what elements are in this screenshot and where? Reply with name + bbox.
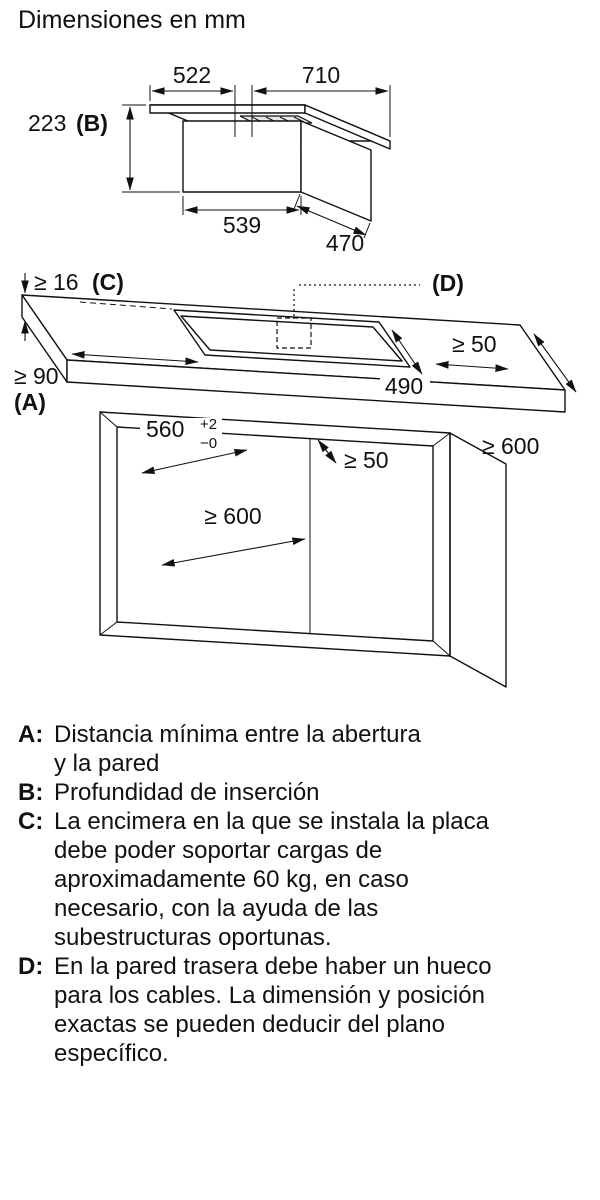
legend-item-a: A: Distancia mínima entre la abertura y … — [18, 720, 582, 778]
dim-wall-clearance-label: ≥ 90 — [14, 363, 59, 389]
key-d-label: (D) — [432, 270, 464, 296]
legend-text-line: La encimera en la que se instala la plac… — [54, 808, 489, 835]
cabinet-frame-joins — [99, 411, 451, 657]
dim-line-50-front — [317, 439, 337, 464]
legend-key-d: D: — [18, 953, 44, 980]
dim-depth-bottom-label: 470 — [326, 230, 364, 256]
hidden-edge-line — [79, 301, 173, 310]
dim-cutout-width-tolerance-plus: +2 — [200, 416, 217, 433]
legend-key-b: B: — [18, 779, 44, 806]
legend-text-line: específico. — [54, 1040, 169, 1067]
legend-text-line: para los cables. La dimensión y posición — [54, 982, 485, 1009]
ext-line — [293, 193, 301, 210]
legend-key-a: A: — [18, 721, 44, 748]
dim-line-470 — [296, 205, 367, 236]
hob-box-front-face — [182, 120, 302, 193]
ext-line — [363, 222, 371, 239]
legend-text-line: Profundidad de inserción — [54, 779, 320, 806]
key-c-label: (C) — [92, 269, 124, 295]
key-b-label: (B) — [76, 110, 108, 136]
cable-outlet-dashed-rect — [276, 317, 312, 349]
worktop-cabinet-drawing — [21, 284, 566, 688]
legend-text-line: En la pared trasera debe haber un hueco — [54, 953, 492, 980]
hob-unit-drawing — [149, 104, 391, 222]
dim-worktop-thickness-label: ≥ 16 — [34, 269, 79, 295]
legend-text-line: Distancia mínima entre la abertura — [54, 721, 421, 748]
legend-text-line: exactas se pueden deducir del plano — [54, 1011, 445, 1038]
legend-item-d: D: En la pared trasera debe haber un hue… — [18, 952, 582, 1068]
installation-diagram: 522 710 223 (B) 539 470 — [14, 62, 577, 688]
dim-worktop-depth-label: ≥ 600 — [482, 433, 539, 459]
dim-line-600-bottom — [161, 537, 306, 567]
installation-dimensions: ≥ 16 (C) (D) ≥ 50 ≥ 90 (A) 490 560 +2 −0… — [14, 269, 577, 567]
dim-line-600-right — [533, 333, 577, 393]
legend-item-b: B: Profundidad de inserción — [18, 778, 582, 807]
dim-cutout-width-tolerance-minus: −0 — [200, 435, 217, 452]
dim-depth-top-label: 522 — [173, 62, 211, 88]
legend-key-c: C: — [18, 808, 44, 835]
hob-top-right-edge — [304, 104, 391, 150]
dim-line-90 — [71, 350, 199, 366]
dim-cutout-depth-label: 490 — [385, 373, 423, 399]
legend-text-line: necesario, con la ayuda de las — [54, 895, 379, 922]
dim-insert-depth-label: 223 — [28, 110, 66, 136]
legend-text-line: subestructuras oportunas. — [54, 924, 332, 951]
dim-line-490 — [391, 329, 423, 375]
legend-item-c: C: La encimera en la que se instala la p… — [18, 807, 582, 952]
hob-top-front-edge — [149, 104, 306, 114]
legend-text-line: debe poder soportar cargas de — [54, 837, 383, 864]
dim-cutout-width-label: 560 — [146, 416, 184, 442]
legend: A: Distancia mínima entre la abertura y … — [18, 720, 582, 1068]
cabinet-right-face — [449, 432, 507, 688]
dim-cabinet-width-label: ≥ 600 — [204, 503, 261, 529]
label-background — [140, 418, 222, 440]
hob-box-right-face — [300, 120, 372, 222]
dim-line-50-right — [435, 361, 509, 372]
legend-text-line: y la pared — [54, 750, 160, 777]
legend-text-line: aproximadamente 60 kg, en caso — [54, 866, 409, 893]
dim-front-clearance-label: ≥ 50 — [344, 447, 389, 473]
cabinet-front-outer — [99, 411, 451, 657]
dim-line-560 — [141, 448, 248, 475]
dim-side-clearance-label: ≥ 50 — [452, 331, 497, 357]
label-background — [380, 376, 430, 397]
dim-width-bottom-label: 539 — [223, 212, 261, 238]
hob-dimensions: 522 710 223 (B) 539 470 — [28, 62, 391, 256]
dim-width-top-label: 710 — [302, 62, 340, 88]
page-title: Dimensiones en mm — [18, 6, 246, 34]
key-a-label: (A) — [14, 389, 46, 415]
